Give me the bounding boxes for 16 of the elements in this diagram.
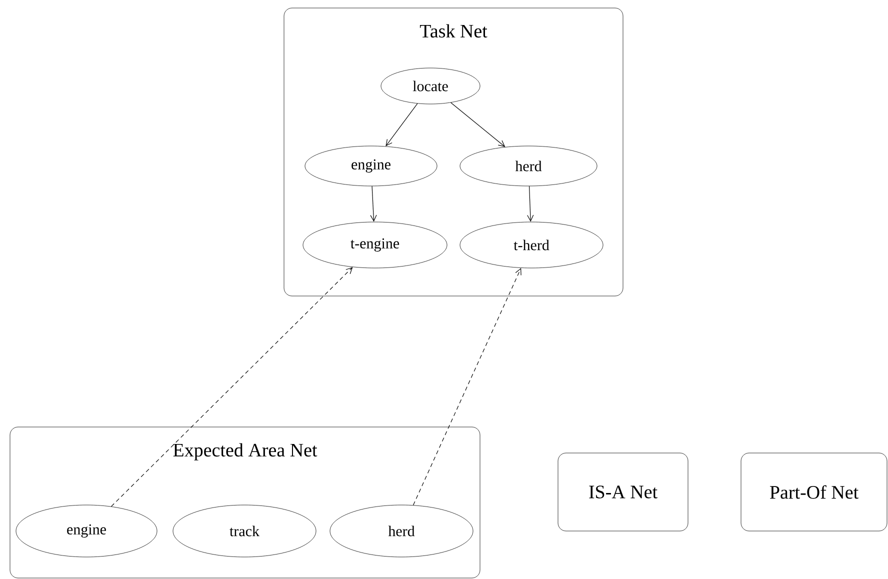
arrow <box>110 267 353 507</box>
ellipse-node: engine <box>16 504 158 558</box>
ellipse-node: t-engine <box>302 222 448 268</box>
ellipse-node: engine <box>304 146 438 186</box>
net-box: Part-Of Net <box>740 452 888 532</box>
ellipse-node: herd <box>460 146 598 186</box>
ellipse-node: herd <box>330 504 474 558</box>
ellipse-node: track <box>172 504 316 558</box>
arrow <box>527 186 534 222</box>
arrow <box>450 102 506 147</box>
arrow <box>386 103 418 146</box>
ellipse-node: locate <box>380 68 480 104</box>
arrow <box>370 186 377 222</box>
net-box: IS-A Net <box>558 452 688 532</box>
ellipse-node: t-herd <box>460 222 604 268</box>
arrow <box>412 268 522 506</box>
